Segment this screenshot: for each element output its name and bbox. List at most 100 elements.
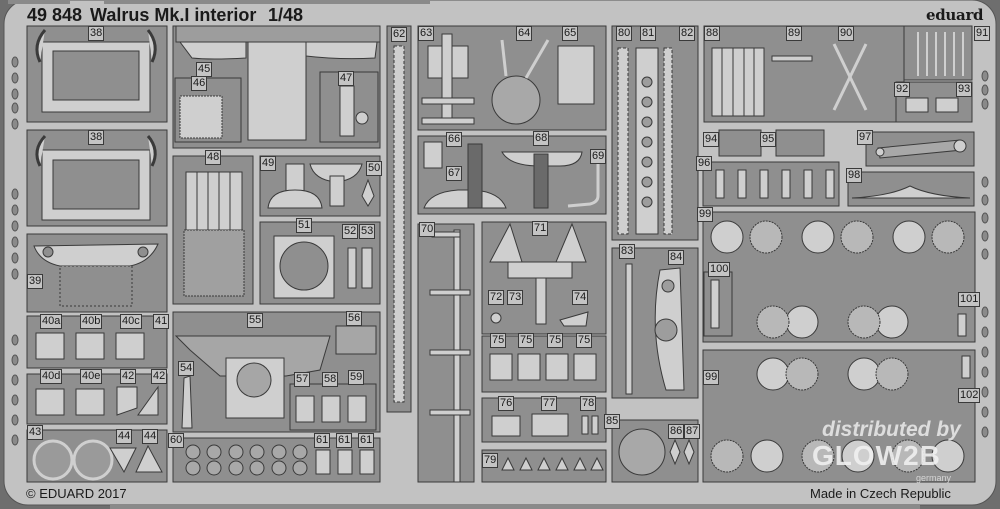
part-label: 63: [418, 26, 435, 41]
part-label: 75: [518, 333, 535, 348]
part-91-93: [895, 25, 973, 123]
watermark-country: germany: [916, 473, 952, 483]
part-label: 93: [956, 82, 973, 97]
part-label: 61: [314, 433, 331, 448]
part-label: 38: [88, 130, 105, 145]
part-label: 87: [684, 424, 701, 439]
part-label: 98: [846, 168, 863, 183]
part-label: 73: [507, 290, 524, 305]
fret-top-cut-mid: [104, 0, 430, 4]
part-label: 62: [391, 27, 408, 42]
part-label: 56: [346, 311, 363, 326]
part-83-84: [611, 247, 699, 399]
part-99-bottom: [702, 349, 976, 483]
brand-logo: eduard: [926, 6, 984, 24]
part-label: 74: [572, 290, 589, 305]
part-99-top: [702, 211, 976, 343]
part-label: 91: [974, 26, 991, 41]
part-label: 41: [153, 314, 170, 329]
part-label: 54: [178, 361, 195, 376]
part-54-55-56: [172, 311, 381, 433]
part-label: 61: [358, 433, 375, 448]
origin-text: Made in Czech Republic: [810, 486, 951, 501]
part-label: 42: [120, 369, 137, 384]
part-label: 53: [359, 224, 376, 239]
part-label: 46: [191, 76, 208, 91]
part-49-50: [259, 155, 381, 217]
part-label: 40e: [80, 369, 103, 384]
part-label: 45: [196, 62, 213, 77]
part-label: 84: [668, 250, 685, 265]
part-label: 89: [786, 26, 803, 41]
part-label: 100: [708, 262, 731, 277]
part-label: 68: [533, 131, 550, 146]
part-label: 71: [532, 221, 549, 236]
part-62: [386, 25, 412, 413]
part-label: 80: [616, 26, 633, 41]
part-label: 40b: [80, 314, 103, 329]
part-label: 61: [336, 433, 353, 448]
part-label: 66: [446, 132, 463, 147]
product-scale: 1/48: [268, 5, 304, 25]
part-label: 75: [576, 333, 593, 348]
part-38-top: [26, 25, 168, 123]
part-label: 38: [88, 26, 105, 41]
part-label: 40d: [40, 369, 63, 384]
part-label: 49: [260, 156, 277, 171]
fret-top-cut-left: [8, 0, 70, 4]
part-label: 65: [562, 26, 579, 41]
part-label: 57: [294, 372, 311, 387]
part-88-90: [703, 25, 905, 123]
part-label: 85: [604, 414, 621, 429]
part-80-82: [611, 25, 699, 241]
part-label: 43: [27, 425, 44, 440]
part-label: 39: [27, 274, 44, 289]
part-label: 99: [697, 207, 714, 222]
part-label: 97: [857, 130, 874, 145]
part-label: 52: [342, 224, 359, 239]
part-label: 82: [679, 26, 696, 41]
part-70: [417, 223, 475, 483]
part-label: 76: [498, 396, 515, 411]
part-label: 75: [547, 333, 564, 348]
part-label: 101: [958, 292, 981, 307]
part-label: 96: [696, 156, 713, 171]
part-label: 44: [142, 429, 159, 444]
part-label: 40a: [40, 314, 63, 329]
part-label: 72: [488, 290, 505, 305]
part-label: 48: [205, 150, 222, 165]
part-label: 86: [668, 424, 685, 439]
part-label: 75: [490, 333, 507, 348]
part-label: 42: [151, 369, 168, 384]
watermark-distributed: distributed by: [822, 418, 961, 441]
part-66-69: [417, 135, 607, 215]
part-label: 95: [760, 132, 777, 147]
part-label: 47: [338, 71, 355, 86]
part-label: 70: [419, 222, 436, 237]
part-label: 67: [446, 166, 463, 181]
part-label: 50: [366, 161, 383, 176]
part-label: 59: [348, 370, 365, 385]
part-label: 81: [640, 26, 657, 41]
part-38-bottom: [26, 129, 168, 227]
part-label: 64: [516, 26, 533, 41]
part-43-44-group: [26, 429, 168, 483]
part-label: 88: [704, 26, 721, 41]
part-label: 58: [322, 372, 339, 387]
product-code: 49 848: [27, 5, 83, 25]
part-label: 79: [482, 453, 499, 468]
part-63-64-65: [417, 25, 607, 131]
part-94-98: [702, 129, 975, 207]
part-label: 77: [541, 396, 558, 411]
sprue-holes: [11, 56, 989, 446]
part-39: [26, 233, 168, 313]
part-label: 60: [168, 433, 185, 448]
watermark-logo: GLOW2B: [812, 440, 941, 471]
part-label: 78: [580, 396, 597, 411]
part-label: 44: [116, 429, 133, 444]
part-label: 40c: [120, 314, 142, 329]
part-label: 55: [247, 313, 264, 328]
part-71-74: [481, 221, 607, 335]
part-label: 69: [590, 149, 607, 164]
part-label: 51: [296, 218, 313, 233]
